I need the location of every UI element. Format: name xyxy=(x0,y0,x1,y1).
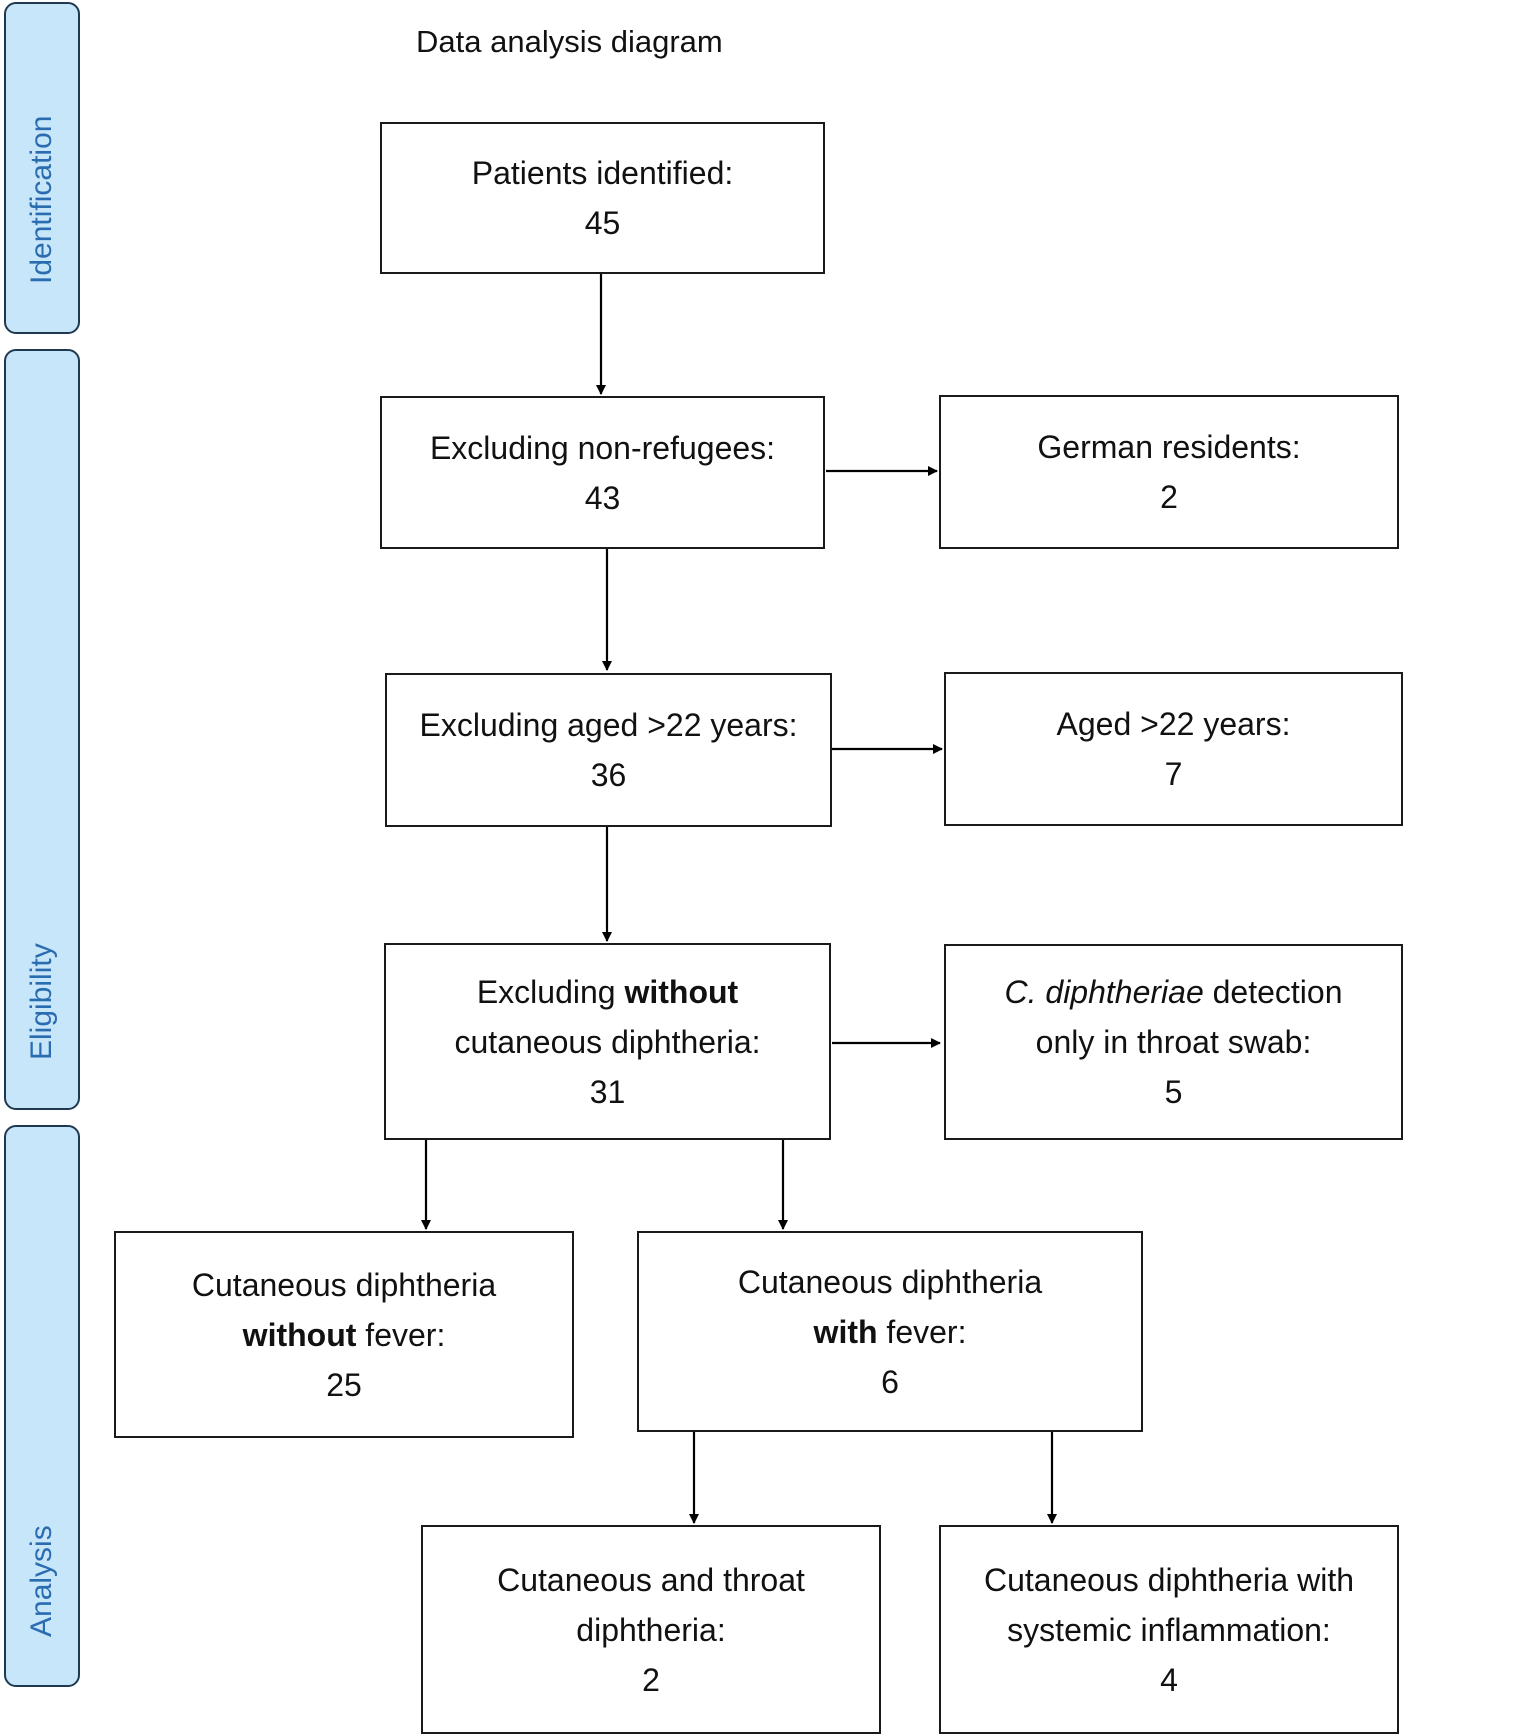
box-count: 6 xyxy=(881,1363,899,1400)
box-bold-text: without xyxy=(624,973,739,1010)
box-line-1: Cutaneous diphtheria xyxy=(191,1266,497,1303)
box-text: fever: xyxy=(877,1313,967,1350)
box-excluding-aged: Excluding aged >22 years: 36 xyxy=(385,673,832,827)
box-cutaneous-and-throat: Cutaneous and throat diphtheria: 2 xyxy=(421,1525,881,1734)
box-line-2: diphtheria: xyxy=(576,1611,726,1648)
stage-analysis: Analysis xyxy=(4,1125,80,1687)
box-systemic-inflammation: Cutaneous diphtheria with systemic infla… xyxy=(939,1525,1399,1734)
box-count: 31 xyxy=(589,1073,626,1110)
box-label: Patients identified: xyxy=(471,155,734,191)
box-line-2: systemic inflammation: xyxy=(1007,1611,1331,1648)
box-line-1: Cutaneous diphtheria xyxy=(737,1263,1043,1300)
box-text: fever: xyxy=(356,1316,446,1353)
box-line-1: Excluding without xyxy=(477,967,738,1017)
box-italic-text: C. diphtheriae xyxy=(1004,974,1204,1010)
stage-eligibility: Eligibility xyxy=(4,349,80,1110)
box-line-1: Cutaneous and throat xyxy=(497,1561,805,1598)
box-line-2: with fever: xyxy=(814,1307,967,1357)
box-label: Excluding non-refugees: xyxy=(429,429,776,466)
box-count: 2 xyxy=(642,1661,660,1698)
box-count: 25 xyxy=(326,1366,362,1403)
box-count: 45 xyxy=(584,205,621,241)
stage-analysis-label: Analysis xyxy=(25,1525,58,1637)
box-bold-text: without xyxy=(242,1316,357,1353)
box-count: 7 xyxy=(1164,756,1183,792)
box-count: 36 xyxy=(590,757,627,793)
box-line-1: C. diphtheriae detection xyxy=(1005,967,1343,1017)
box-label: Excluding aged >22 years: xyxy=(419,707,798,743)
box-aged-over-22: Aged >22 years: 7 xyxy=(944,672,1403,826)
box-excluding-without-cutaneous: Excluding without cutaneous diphtheria: … xyxy=(384,943,831,1140)
stage-eligibility-label: Eligibility xyxy=(25,943,58,1060)
box-excluding-non-refugees: Excluding non-refugees: 43 xyxy=(380,396,825,549)
stage-identification-label: Identification xyxy=(25,115,58,284)
box-line-2: without fever: xyxy=(243,1310,446,1360)
box-bold-text: with xyxy=(813,1313,878,1350)
box-line-2: cutaneous diphtheria: xyxy=(454,1023,761,1060)
box-count: 2 xyxy=(1160,479,1178,515)
box-with-fever: Cutaneous diphtheria with fever: 6 xyxy=(637,1231,1143,1432)
box-text: Excluding xyxy=(476,973,625,1010)
box-count: 5 xyxy=(1164,1074,1183,1110)
box-line-1: Cutaneous diphtheria with xyxy=(983,1561,1354,1598)
box-text: detection xyxy=(1203,974,1343,1010)
box-line-2: only in throat swab: xyxy=(1035,1024,1312,1060)
box-count: 43 xyxy=(584,479,621,516)
box-label: German residents: xyxy=(1037,429,1301,465)
box-count: 4 xyxy=(1160,1661,1178,1698)
box-label: Aged >22 years: xyxy=(1056,706,1291,742)
box-patients-identified: Patients identified: 45 xyxy=(380,122,825,274)
box-german-residents: German residents: 2 xyxy=(939,395,1399,549)
diagram-title: Data analysis diagram xyxy=(416,24,723,59)
stage-identification: Identification xyxy=(4,2,80,334)
box-without-fever: Cutaneous diphtheria without fever: 25 xyxy=(114,1231,574,1438)
box-throat-swab-only: C. diphtheriae detection only in throat … xyxy=(944,944,1403,1140)
